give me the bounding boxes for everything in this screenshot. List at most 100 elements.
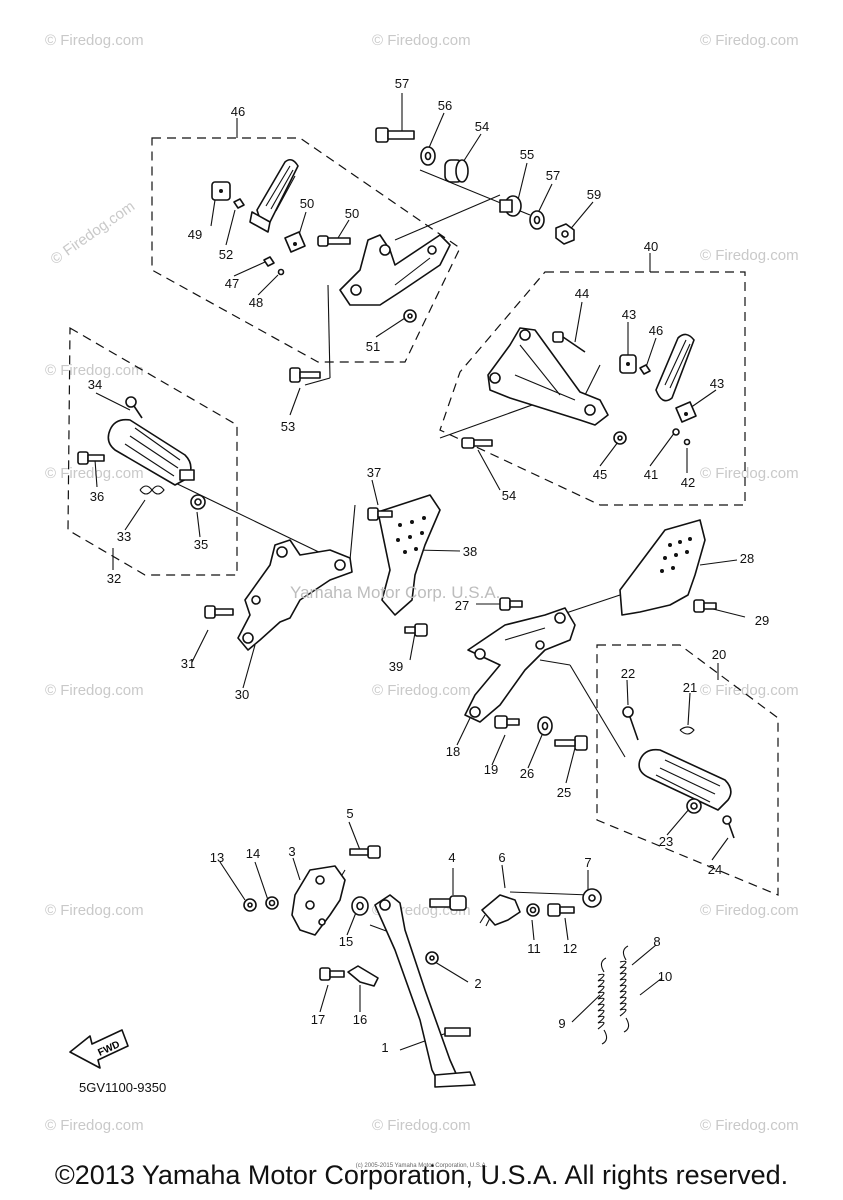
collar-55 xyxy=(444,159,469,183)
callout: 24 xyxy=(708,862,722,877)
watermark: © Firedog.com xyxy=(45,902,144,919)
ball-49 xyxy=(277,268,285,276)
callout: 13 xyxy=(210,850,224,865)
callout: 48 xyxy=(249,295,263,310)
callout: 44 xyxy=(575,286,589,301)
watermark: © Firedog.com xyxy=(45,1117,144,1134)
callout: 40 xyxy=(644,239,658,254)
mid-watermark: Yamaha Motor Corp. U.S.A. xyxy=(290,583,501,602)
nut-59 xyxy=(555,223,575,245)
watermark: © Firedog.com xyxy=(45,32,144,49)
callout: 51 xyxy=(366,339,380,354)
spring-21 xyxy=(679,726,695,735)
footrest-bracket-40 xyxy=(487,327,609,426)
bolt-12 xyxy=(547,903,575,917)
nut-45 xyxy=(613,431,627,445)
group-47-outline xyxy=(151,137,461,363)
washer-57-a xyxy=(420,146,436,166)
callout: 20 xyxy=(712,647,726,662)
bracket-7 xyxy=(582,888,602,908)
footrest-peg-40 xyxy=(655,333,695,402)
watermark: © Firedog.com xyxy=(372,682,471,699)
bolt-44 xyxy=(552,331,586,353)
watermark: © Firedog.com xyxy=(372,32,471,49)
callout: 16 xyxy=(353,1012,367,1027)
bolt-5 xyxy=(349,845,381,859)
group-outlines xyxy=(67,137,779,896)
callout: 26 xyxy=(520,766,534,781)
bolt-4 xyxy=(429,895,467,911)
callout: 14 xyxy=(246,846,260,861)
callout: 30 xyxy=(235,687,249,702)
washer-35 xyxy=(190,494,206,510)
callout: 25 xyxy=(557,785,571,800)
watermarks: © Firedog.com © Firedog.com © Firedog.co… xyxy=(45,32,799,1134)
callout: 53 xyxy=(281,419,295,434)
bolt-25 xyxy=(554,735,588,751)
callout: 10 xyxy=(658,969,672,984)
callout: 29 xyxy=(755,613,769,628)
bolt-17 xyxy=(319,967,345,981)
collar-56 xyxy=(499,195,522,217)
callout: 47 xyxy=(225,276,239,291)
callouts: 46 57 56 54 55 57 59 50 50 49 52 47 48 5… xyxy=(88,76,769,1055)
callout: 28 xyxy=(740,551,754,566)
fwd-arrow-icon: FWD xyxy=(69,1029,129,1069)
washer-15 xyxy=(351,896,369,916)
callout: 43 xyxy=(622,307,636,322)
callout: 33 xyxy=(117,529,131,544)
callout: 5 xyxy=(346,806,353,821)
footrest-bracket-18 xyxy=(464,607,576,723)
small-copyright-line: (c) 2005-2015 Yamaha Motor Corporation, … xyxy=(355,1163,488,1169)
callout: 18 xyxy=(446,744,460,759)
bolt-54-b xyxy=(461,437,493,449)
callout: 35 xyxy=(194,537,208,552)
pin-34 xyxy=(125,396,143,419)
bolt-36 xyxy=(77,451,105,465)
plate-16 xyxy=(347,965,379,987)
callout: 1 xyxy=(381,1040,388,1055)
callout: 32 xyxy=(107,571,121,586)
ball-42 xyxy=(683,438,691,446)
callout: 57 xyxy=(395,76,409,91)
callout: 46 xyxy=(231,104,245,119)
footrest-peg-47 xyxy=(249,158,299,233)
callout: 54 xyxy=(475,119,489,134)
callout: 17 xyxy=(311,1012,325,1027)
callout: 19 xyxy=(484,762,498,777)
callout: 11 xyxy=(527,941,541,956)
callout: 56 xyxy=(438,98,452,113)
heel-guard-28 xyxy=(619,519,706,616)
bolt-37 xyxy=(367,507,393,521)
nut-2 xyxy=(425,951,439,965)
callout: 41 xyxy=(644,467,658,482)
callout: 3 xyxy=(288,844,295,859)
group-20-outline xyxy=(596,644,779,896)
bracket-43-b xyxy=(675,401,697,423)
spring-41 xyxy=(672,428,680,436)
spring-8 xyxy=(619,945,630,1033)
callout: 38 xyxy=(463,544,477,559)
callout: 42 xyxy=(681,475,695,490)
pin-22 xyxy=(622,706,639,741)
nut-13 xyxy=(243,898,257,912)
footrest-peg-32 xyxy=(107,418,195,486)
footrest-bracket-47 xyxy=(339,234,451,306)
pin-46 xyxy=(639,364,651,375)
callout: 9 xyxy=(558,1016,565,1031)
footrest-peg-20 xyxy=(638,748,732,811)
callout: 15 xyxy=(339,934,353,949)
callout: 4 xyxy=(448,850,455,865)
callout: 37 xyxy=(367,465,381,480)
callout: 23 xyxy=(659,834,673,849)
bracket-3 xyxy=(291,865,346,936)
watermark: © Firedog.com xyxy=(45,682,144,699)
spring-9 xyxy=(597,957,608,1045)
callout: 59 xyxy=(587,187,601,202)
callout: 34 xyxy=(88,377,102,392)
watermark: © Firedog.com xyxy=(372,1117,471,1134)
bolt-31 xyxy=(204,605,234,619)
callout: 39 xyxy=(389,659,403,674)
watermark: © Firedog.com xyxy=(700,682,799,699)
